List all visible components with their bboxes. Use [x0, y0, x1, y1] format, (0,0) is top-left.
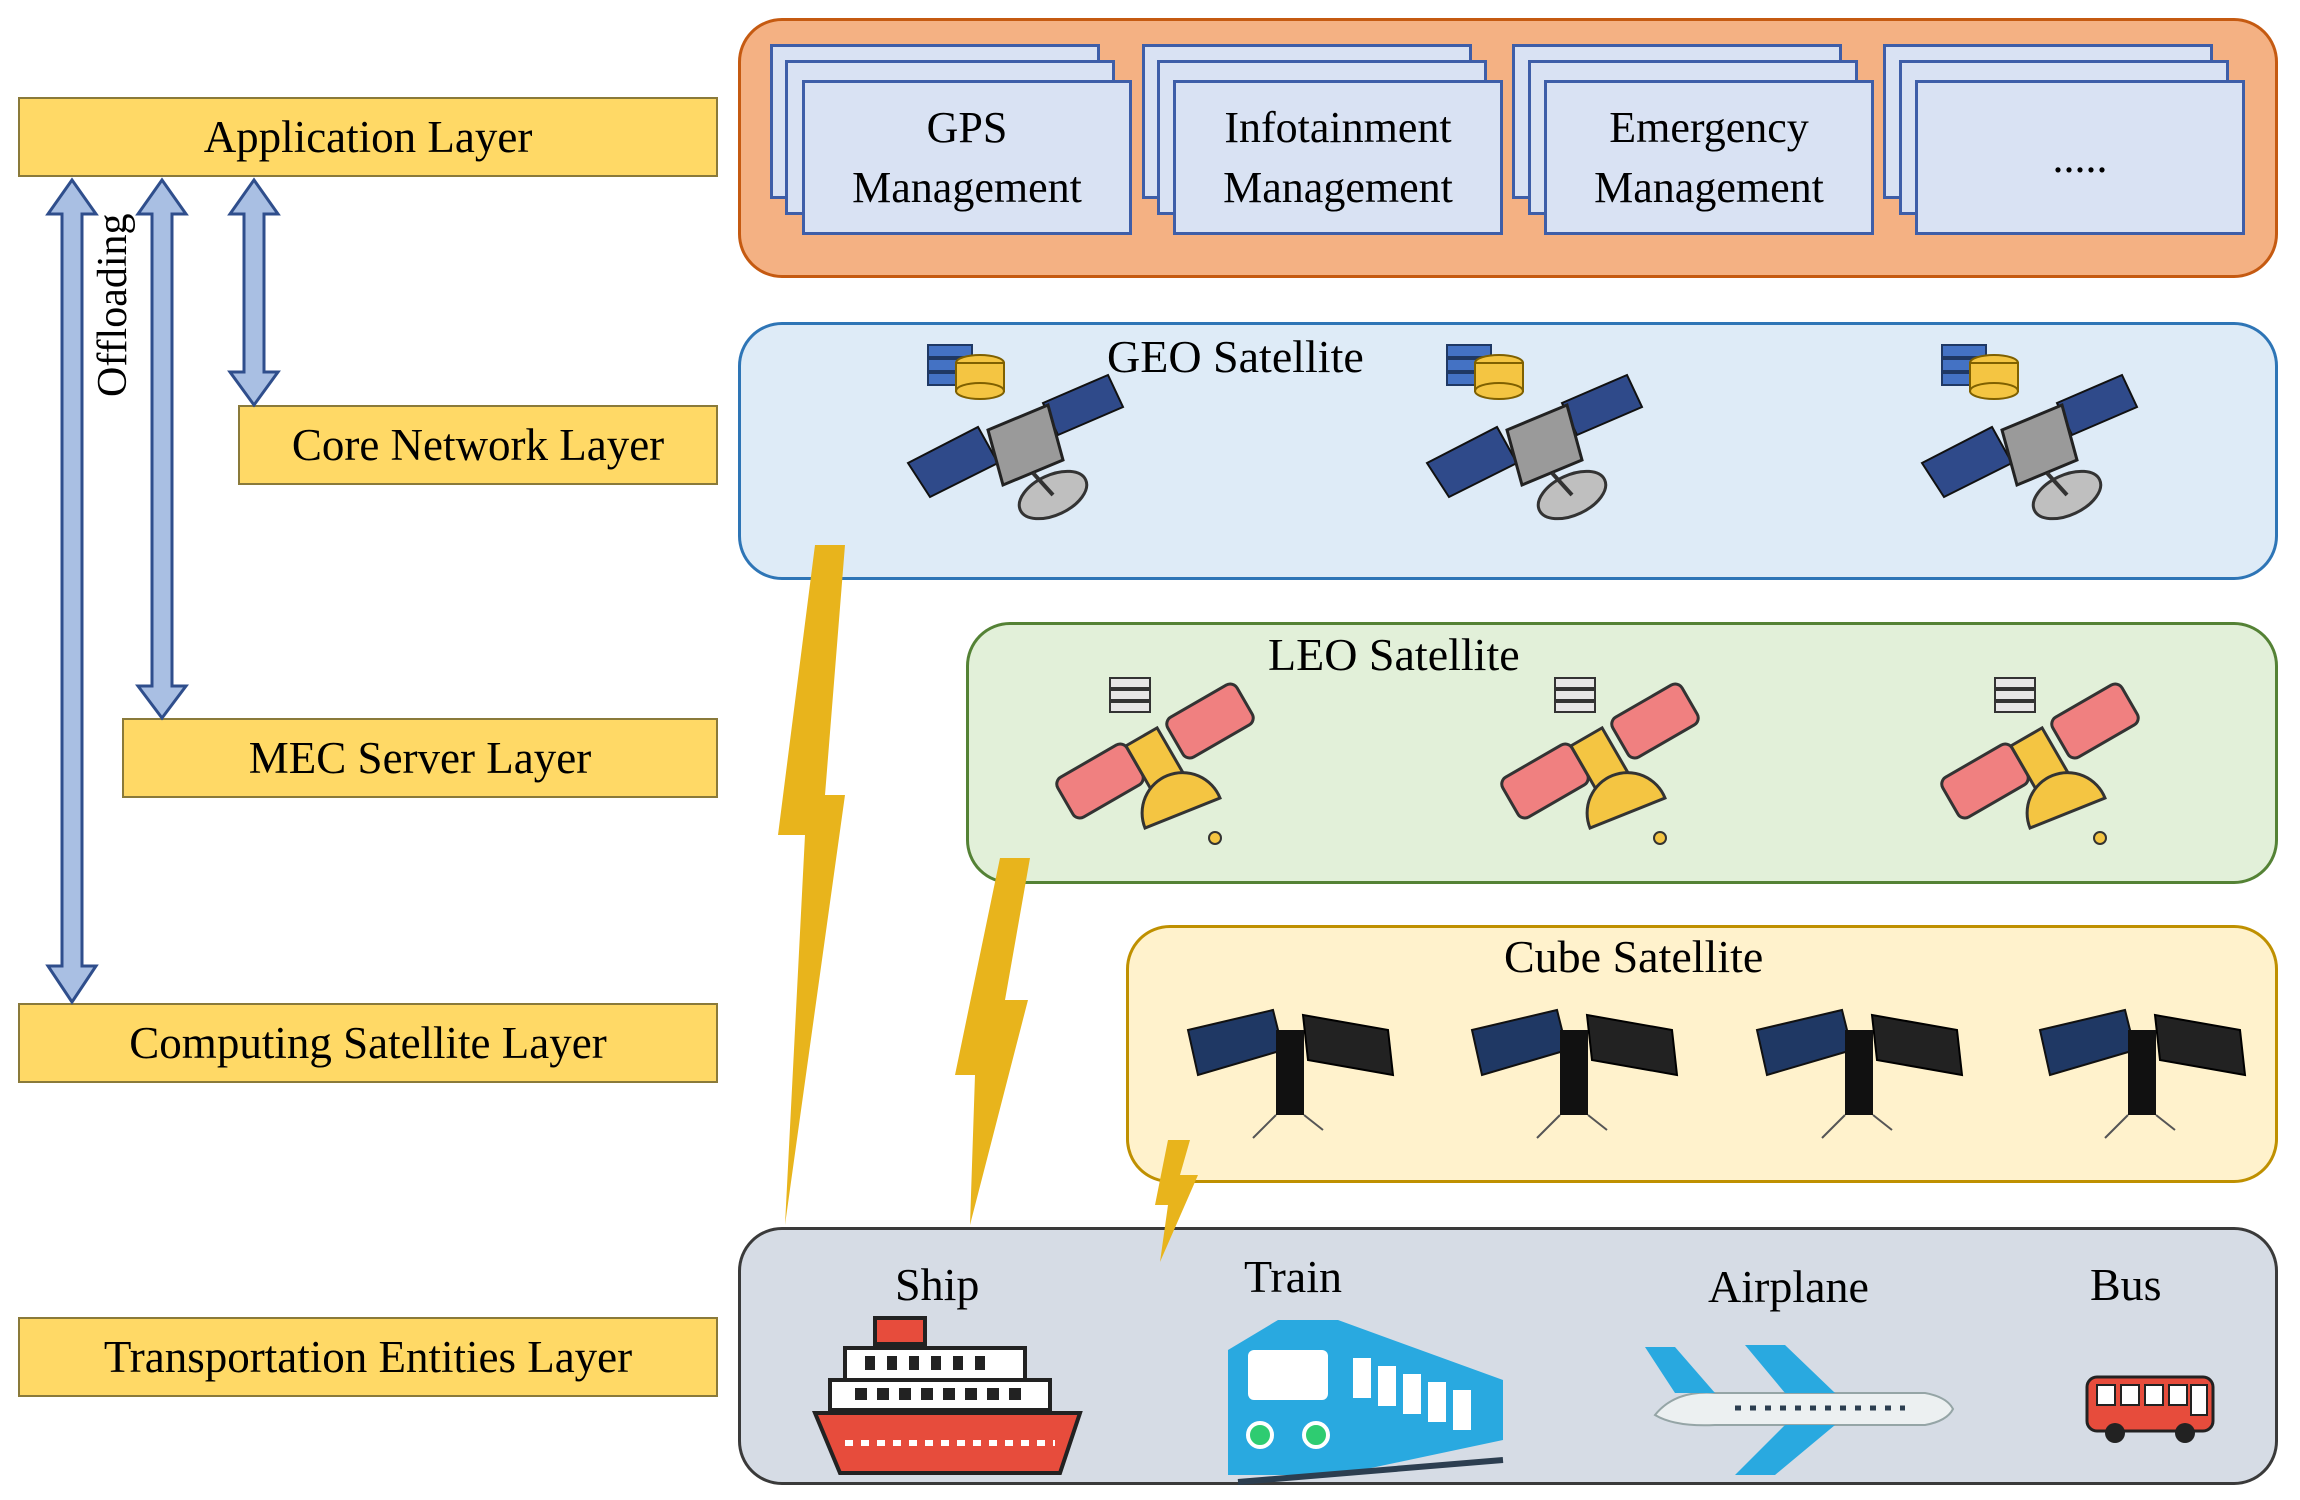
offloading-arrows: [45, 177, 281, 1005]
cube-satellite-icon: [1186, 1008, 1395, 1139]
ship-icon: [812, 1316, 1083, 1475]
cube-satellite-icon: [1470, 1008, 1679, 1139]
airplane-label: Airplane: [1708, 1261, 1869, 1312]
mec-server-layer-label: MEC Server Layer: [122, 718, 718, 798]
app-card-emergency: Emergency Management: [1544, 80, 1874, 235]
computing-satellite-layer-label: Computing Satellite Layer: [18, 1003, 718, 1083]
train-icon: [1228, 1320, 1504, 1485]
core-network-layer-label: Core Network Layer: [238, 405, 718, 485]
cube-satellite-title: Cube Satellite: [1504, 931, 1764, 982]
application-layer-label: Application Layer: [18, 97, 718, 177]
arrow-app-to-computing: [45, 177, 99, 1005]
airplane-icon: [1645, 1345, 1955, 1475]
app-card-infotainment: Infotainment Management: [1173, 80, 1503, 235]
lightning-geo-to-ship: [778, 545, 845, 1225]
bus-label: Bus: [2090, 1259, 2162, 1310]
geo-satellite-icon: [1425, 344, 1644, 521]
app-card-gps: GPS Management: [802, 80, 1132, 235]
lightning-leo-to-ship: [955, 858, 1030, 1225]
ship-label: Ship: [895, 1259, 980, 1310]
leo-satellite-title: LEO Satellite: [1268, 629, 1520, 680]
leo-satellite-icon: [1055, 677, 1255, 845]
geo-satellite-icon: [906, 344, 1125, 521]
arrow-app-to-mec: [135, 177, 189, 721]
app-card-more: .....: [1915, 80, 2245, 235]
lightning-cube-to-train: [1155, 1140, 1198, 1262]
arrow-app-to-core: [227, 177, 281, 408]
leo-satellite-icon: [1940, 677, 2140, 845]
leo-satellite-icon: [1500, 677, 1700, 845]
geo-satellite-title: GEO Satellite: [1107, 331, 1364, 382]
cube-satellite-icon: [1755, 1008, 1964, 1139]
train-label: Train: [1244, 1251, 1342, 1302]
geo-satellite-icon: [1920, 344, 2139, 521]
transportation-entities-layer-label: Transportation Entities Layer: [18, 1317, 718, 1397]
cube-satellite-icon: [2038, 1008, 2247, 1139]
bus-icon: [2085, 1375, 2215, 1443]
